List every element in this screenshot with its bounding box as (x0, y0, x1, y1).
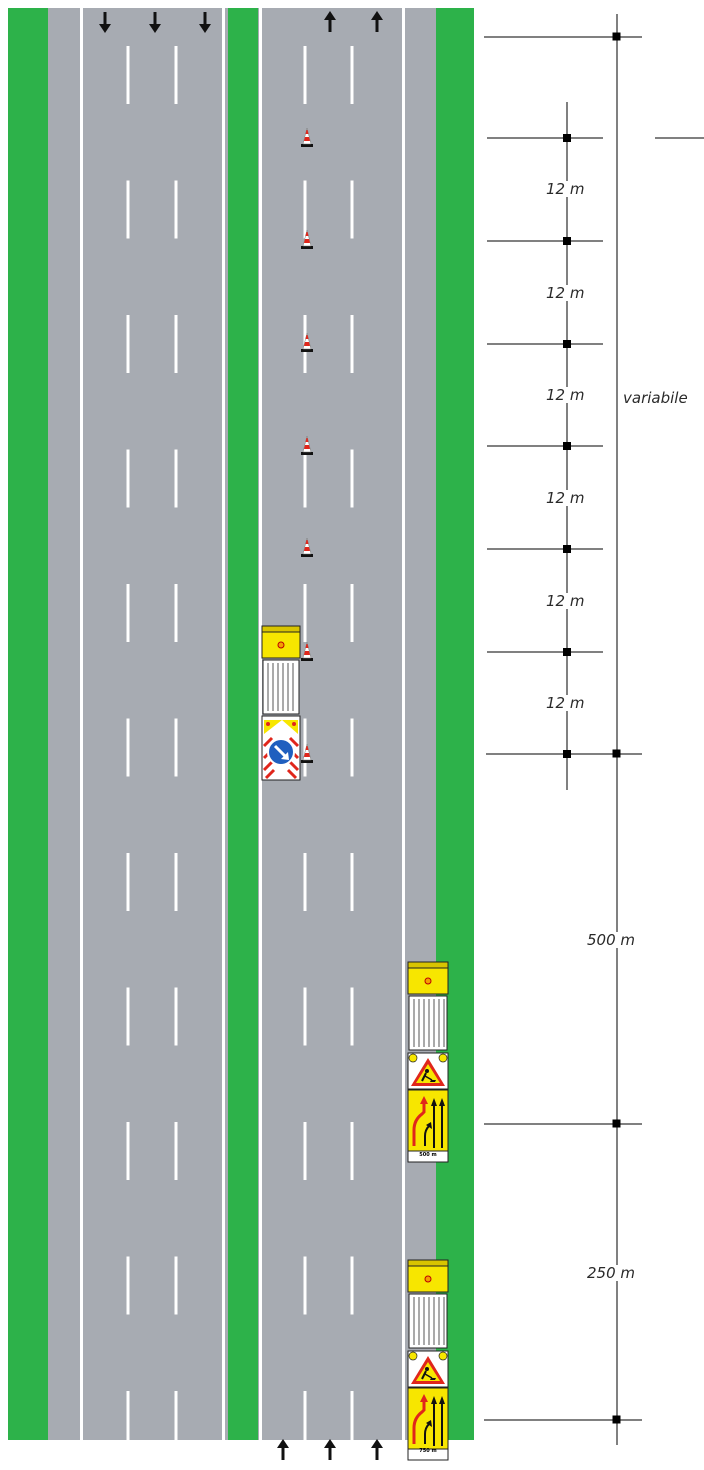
roadworks-warning-icon (407, 1350, 449, 1388)
lane-dash (174, 1122, 178, 1180)
arrow-up-icon (277, 1439, 289, 1460)
lane-dash (126, 718, 130, 777)
lamp-icon (277, 641, 285, 649)
lane-dash (303, 1391, 307, 1449)
lane-dashes (126, 46, 354, 1449)
spacing-label-6: 12 m (544, 694, 587, 712)
lane-dash (126, 1122, 130, 1180)
traffic-cone (301, 332, 313, 352)
lane-dash (174, 853, 178, 911)
edge-line (222, 8, 225, 1440)
lane-change-arrows-icon (407, 1089, 449, 1157)
distance-plate (407, 1150, 449, 1163)
arrow-down-icon (149, 12, 161, 33)
edge-line (259, 8, 262, 1440)
dimension-lines (484, 14, 704, 1445)
advance-distance-label-250: 250 m (585, 1264, 638, 1282)
lane-dash (126, 46, 130, 104)
lane-dash (126, 987, 130, 1046)
lane-dash (174, 449, 178, 508)
left-carriageway (48, 8, 228, 1440)
total-length-label: variabile (621, 389, 690, 407)
lane-dash (126, 1256, 130, 1315)
traffic-cone (301, 229, 313, 249)
cone-taper (301, 127, 313, 763)
lane-dash (126, 180, 130, 239)
lane-dash (126, 584, 130, 642)
lane-dash (350, 1122, 354, 1180)
lane-dash (174, 987, 178, 1046)
lane-dash (350, 584, 354, 642)
lane-dash (174, 315, 178, 373)
traffic-cone (301, 537, 313, 557)
spacing-label-5: 12 m (544, 592, 587, 610)
lane-dash (303, 853, 307, 911)
arrow-up-icon (371, 1439, 383, 1460)
arrow-down-icon (199, 12, 211, 33)
spacing-label-1: 12 m (544, 180, 587, 198)
lane-dash (350, 1256, 354, 1315)
roadworks-warning-icon (407, 1052, 449, 1090)
lane-dash (126, 1391, 130, 1449)
direction-arrows (99, 11, 383, 1460)
lane-dash (350, 180, 354, 239)
lamp-icon (424, 977, 432, 985)
lane-dash (350, 987, 354, 1046)
lane-dash (350, 1391, 354, 1449)
advance-distance-label-500: 500 m (585, 931, 638, 949)
vehicle-bed (408, 1293, 448, 1349)
traffic-cone (301, 127, 313, 147)
advance-warning-vehicle-750m (407, 1259, 449, 1461)
lane-dash (174, 180, 178, 239)
spacing-label-2: 12 m (544, 284, 587, 302)
lane-dash (350, 718, 354, 777)
arrow-down-icon (99, 12, 111, 33)
lane-dash (174, 1256, 178, 1315)
lane-dash (350, 449, 354, 508)
lane-dash (303, 987, 307, 1046)
lane-dash (126, 853, 130, 911)
arrow-keep-right-icon (267, 738, 295, 766)
lane-dash (303, 1122, 307, 1180)
arrow-up-icon (324, 1439, 336, 1460)
distance-plate-750m: 750 m (419, 1448, 437, 1454)
lane-dash (350, 315, 354, 373)
lane-dash (303, 718, 307, 777)
lane-dash (174, 46, 178, 104)
edge-line (80, 8, 83, 1440)
lane-dash (174, 1391, 178, 1449)
distance-plate (407, 1448, 449, 1461)
spacing-label-3: 12 m (544, 386, 587, 404)
lane-dash (303, 46, 307, 104)
arrow-up-icon (371, 11, 383, 32)
traffic-cone (301, 435, 313, 455)
lane-dash (126, 449, 130, 508)
vehicle-bed-slats (267, 663, 294, 711)
traffic-cone (301, 743, 313, 763)
lane-change-arrows-icon (407, 1387, 449, 1455)
lamp-icon (424, 1275, 432, 1283)
lane-dash (303, 584, 307, 642)
central-median (228, 8, 258, 1440)
vehicle-bed (408, 995, 448, 1051)
edge-line (402, 8, 405, 1440)
arrow-up-icon (324, 11, 336, 32)
lane-dash (174, 584, 178, 642)
lane-dash (126, 315, 130, 373)
lane-closure-vehicle (261, 625, 301, 781)
spacing-label-4: 12 m (544, 489, 587, 507)
lane-dash (350, 853, 354, 911)
advance-warning-vehicle-500m (407, 961, 449, 1163)
lane-dash (174, 718, 178, 777)
lane-dash (303, 1256, 307, 1315)
right-verge (436, 8, 474, 1440)
lane-dash (303, 180, 307, 239)
distance-plate-500m: 500 m (419, 1152, 437, 1158)
left-verge (8, 8, 48, 1440)
lane-dash (303, 449, 307, 508)
traffic-cone (301, 641, 313, 661)
vehicle-cab-roof (261, 625, 301, 633)
lane-dash (350, 46, 354, 104)
